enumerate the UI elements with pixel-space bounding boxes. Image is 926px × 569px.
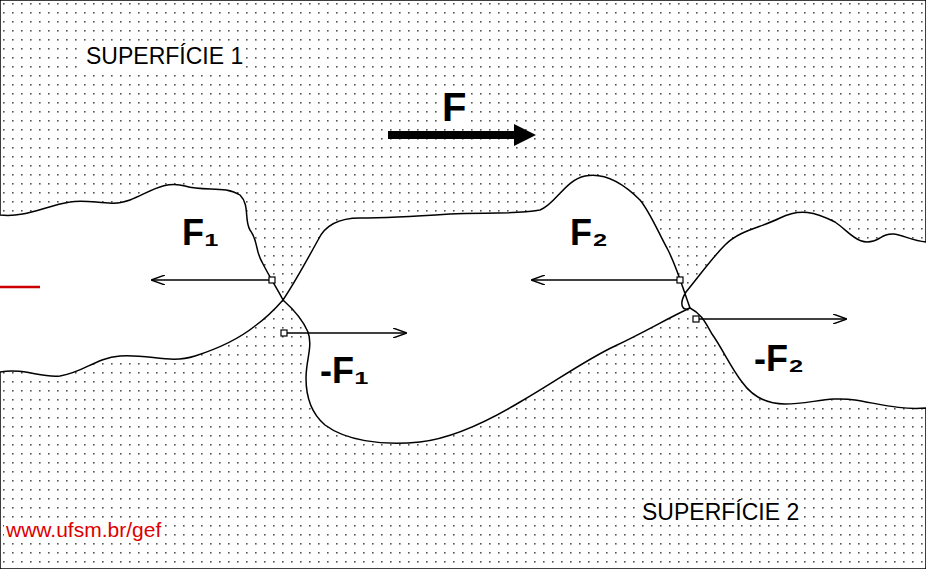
force-label: -F₂ bbox=[752, 340, 806, 378]
force-label: F bbox=[440, 86, 468, 128]
applied-force-arrow bbox=[388, 131, 518, 139]
force-arrow bbox=[287, 332, 406, 334]
force-arrow bbox=[699, 318, 846, 320]
contact-point bbox=[269, 277, 275, 283]
surface-label: SUPERFÍCIE 2 bbox=[640, 500, 801, 524]
surface-2-body bbox=[0, 300, 926, 569]
edge-mark bbox=[0, 286, 40, 289]
force-label: -F₁ bbox=[318, 352, 371, 390]
force-arrow bbox=[532, 279, 677, 281]
contact-point bbox=[677, 277, 683, 283]
contact-point bbox=[281, 330, 287, 336]
force-label: F₂ bbox=[568, 214, 610, 252]
force-arrow bbox=[152, 279, 269, 281]
surface-label: SUPERFÍCIE 1 bbox=[84, 44, 245, 68]
contact-point bbox=[693, 316, 699, 322]
force-label: F₁ bbox=[180, 214, 221, 252]
website-url: www.ufsm.br/gef bbox=[4, 519, 163, 541]
surface-1-body bbox=[0, 0, 926, 309]
